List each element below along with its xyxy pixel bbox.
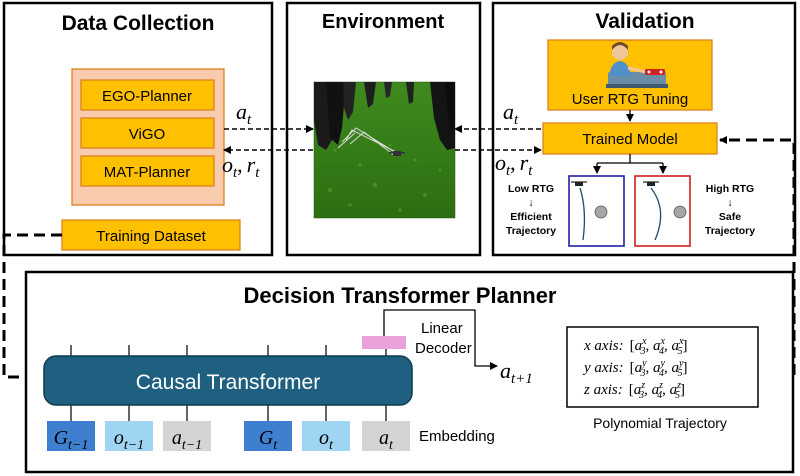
embedding-token — [302, 421, 350, 451]
planner-label: MAT-Planner — [104, 164, 190, 181]
high-rtg-obstacle — [673, 205, 687, 219]
low-rtg-caption-line: ↓ — [528, 197, 533, 209]
trained-model-label: Trained Model — [582, 131, 677, 148]
linear-decoder-block — [362, 336, 406, 349]
validation-title: Validation — [595, 10, 694, 33]
user-tuning-icon — [606, 42, 668, 88]
embedding-token — [244, 421, 292, 451]
transformer-input-ticks — [70, 345, 387, 421]
action-label-right: at — [503, 99, 519, 128]
high-rtg-caption-line: Trajectory — [705, 225, 755, 237]
embedding-token — [163, 421, 211, 451]
obs-reward-label-left: ot,rt — [222, 152, 260, 181]
embedding-label: Embedding — [419, 428, 495, 445]
environment-title: Environment — [322, 11, 445, 33]
signal-arrows-left — [223, 125, 314, 154]
embedding-token-label: at−1 — [172, 427, 202, 453]
decoder-output-arrow — [383, 309, 498, 370]
trained-model-box — [542, 122, 718, 155]
embedding-token-label: at — [379, 427, 394, 453]
embedding-token-label: ot — [319, 427, 334, 453]
embedding-token-row: Gt−1 ot−1 at−1 Gt ot at — [47, 421, 410, 453]
planner-label: ViGO — [129, 126, 165, 143]
embedding-token-label: Gt — [259, 427, 278, 453]
polynomial-trajectory-caption: Polynomial Trajectory — [593, 415, 727, 431]
high-rtg-caption-line: High RTG — [706, 183, 754, 195]
high-rtg-caption-line: Safe — [719, 211, 741, 223]
planner-label: EGO-Planner — [102, 88, 192, 105]
output-action-label: at+1 — [500, 358, 533, 387]
embedding-token — [362, 421, 410, 451]
planner-box — [80, 117, 215, 149]
polynomial-coefficients-box — [566, 326, 759, 408]
embedding-token — [47, 421, 95, 451]
low-rtg-caption-line: Trajectory — [506, 225, 556, 237]
embedding-token-label: Gt−1 — [54, 427, 89, 453]
high-rtg-drone-icon — [643, 181, 659, 186]
data-collection-title: Data Collection — [62, 12, 215, 35]
linear-decoder-label-line2: Decoder — [415, 340, 472, 357]
training-dataset-label: Training Dataset — [96, 228, 206, 245]
causal-transformer-label: Causal Transformer — [136, 371, 320, 394]
user-rtg-tuning-label: User RTG Tuning — [572, 91, 688, 108]
low-rtg-caption-line: Efficient — [510, 211, 552, 223]
planner-title: Decision Transformer Planner — [244, 283, 557, 308]
planner-box — [80, 155, 215, 187]
signal-arrows-right — [454, 125, 542, 154]
obs-reward-label-right: ot,rt — [495, 150, 533, 179]
low-rtg-caption-line: Low RTG — [508, 183, 554, 195]
low-rtg-obstacle — [594, 205, 608, 219]
embedding-token — [105, 421, 153, 451]
low-rtg-drone-icon — [571, 181, 587, 186]
planner-box — [80, 79, 215, 111]
high-rtg-caption-line: ↓ — [727, 197, 732, 209]
environment-scene-image — [313, 81, 456, 219]
model-fork-arrows — [593, 154, 667, 174]
causal-transformer-block — [43, 355, 413, 406]
high-rtg-path — [650, 187, 662, 241]
dataset-to-transformer-connector — [2, 233, 62, 381]
action-label-left: at — [236, 99, 252, 128]
embedding-token-label: ot−1 — [114, 427, 144, 453]
linear-decoder-label-line1: Linear — [421, 320, 463, 337]
low-rtg-path — [579, 187, 586, 241]
